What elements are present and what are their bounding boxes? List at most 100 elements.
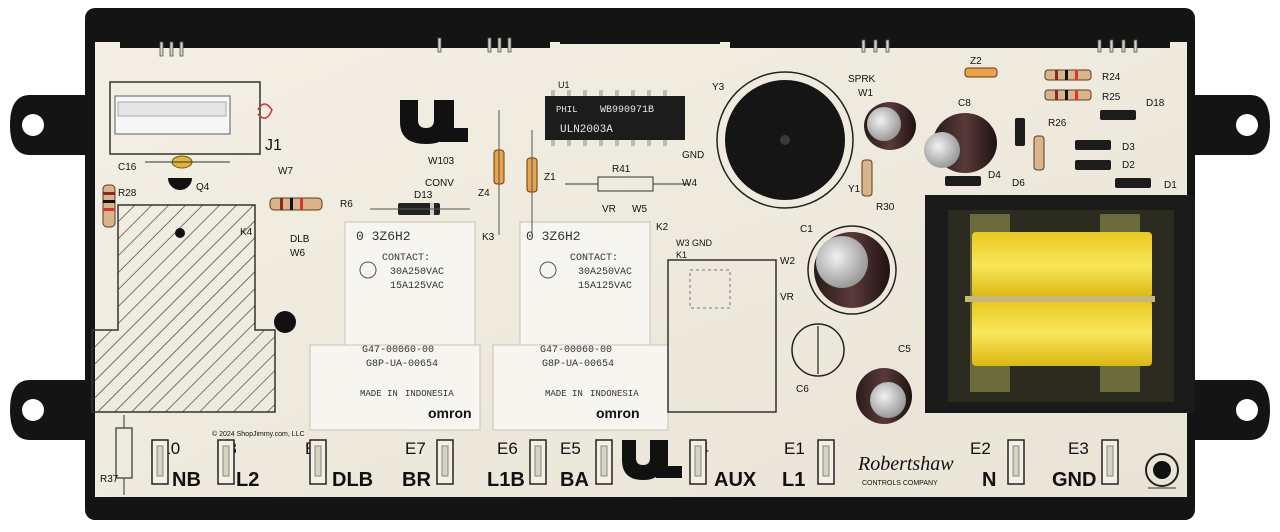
- label-d2: D2: [1122, 160, 1135, 171]
- terminal-label: L1B: [487, 469, 525, 491]
- label-w7: W7: [278, 166, 293, 177]
- relay-k3-model: G8P-UA-00654: [366, 359, 438, 370]
- silkscreen-labels: C16 Q4 R28 W7 R6 D13 CONV W103 Z4 Z1 R41…: [100, 56, 1177, 485]
- top-edge-pins: [120, 20, 1170, 48]
- terminal-ref: E7: [405, 439, 426, 458]
- label-c6: C6: [796, 384, 809, 395]
- label-r30: R30: [876, 202, 895, 213]
- terminal-e10: E10NB: [150, 439, 201, 491]
- terminal-spade: [1106, 445, 1114, 477]
- chip-code: WB990971B: [600, 105, 654, 116]
- relay-k2-model: G8P-UA-00654: [542, 359, 614, 370]
- terminal-spade: [222, 445, 230, 477]
- relay-k2-line1: CONTACT:: [570, 253, 618, 264]
- label-c8: C8: [958, 98, 971, 109]
- label-y1: Y1: [848, 184, 861, 195]
- capacitor-c6-outline: C6: [791, 323, 845, 395]
- terminal-label: GND: [1052, 469, 1096, 491]
- terminal-label: L2: [236, 469, 259, 491]
- label-vr: VR: [602, 204, 616, 215]
- terminal-e8: E8L2: [216, 439, 259, 491]
- label-w6: W6: [290, 248, 305, 259]
- relay-k2-code: 0 3Z6H2: [526, 229, 581, 244]
- relay-k2-country: INDONESIA: [590, 389, 639, 399]
- brand-name: Robertshaw: [857, 453, 954, 475]
- small-components: [102, 67, 1179, 495]
- label-k4: K4: [240, 227, 253, 238]
- relay-k3-line2: 30A250VAC: [390, 267, 444, 278]
- label-r25: R25: [1102, 92, 1121, 103]
- relay-k2-line2: 30A250VAC: [578, 267, 632, 278]
- terminal-spade: [156, 445, 164, 477]
- terminal-ref: E2: [970, 439, 991, 458]
- terminal-ref: E6: [497, 439, 518, 458]
- label-r24: R24: [1102, 72, 1121, 83]
- label-r37: R37: [100, 474, 119, 485]
- relay-k3-code: 0 3Z6H2: [356, 229, 411, 244]
- relay-k2-line3: 15A125VAC: [578, 281, 632, 292]
- label-conv: CONV: [425, 178, 454, 189]
- label-sprk: SPRK: [848, 74, 876, 85]
- j1-connector: J1: [109, 81, 282, 155]
- relay-k2: 0 3Z6H2 CONTACT: 30A250VAC 15A125VAC G47…: [492, 221, 669, 431]
- chip-ref: U1: [558, 80, 570, 90]
- label-d3: D3: [1122, 142, 1135, 153]
- relay-k2-made: MADE IN: [545, 389, 583, 399]
- terminal-spade: [600, 445, 608, 477]
- buzzer-y3: Y3: [712, 71, 854, 209]
- relay-k2-part: G47-00060-00: [540, 345, 612, 356]
- hatched-area-k4: K4: [91, 204, 296, 413]
- terminal-spade: [1012, 445, 1020, 477]
- label-w1: W1: [858, 88, 873, 99]
- terminal-spade: [534, 445, 542, 477]
- label-vr2: VR: [780, 292, 794, 303]
- label-d1: D1: [1164, 180, 1177, 191]
- label-w2: W2: [780, 256, 795, 267]
- relay-k3-made: MADE IN: [360, 389, 398, 399]
- label-r41: R41: [612, 164, 631, 175]
- relay-k2-ref: K2: [656, 222, 669, 233]
- brand-sub: CONTROLS COMPANY: [862, 480, 938, 487]
- relay-k3-part: G47-00060-00: [362, 345, 434, 356]
- label-c16: C16: [118, 162, 137, 173]
- label-r26: R26: [1048, 118, 1067, 129]
- label-r6: R6: [340, 199, 353, 210]
- label-d4: D4: [988, 170, 1001, 181]
- ic-chip-u1: ULN2003A WB990971B PHIL U1: [545, 80, 685, 146]
- label-d13: D13: [414, 190, 433, 201]
- relay-k3-line3: 15A125VAC: [390, 281, 444, 292]
- ul-logo-top: [400, 100, 468, 144]
- label-c5: C5: [898, 344, 911, 355]
- capacitor-c5: C5: [856, 344, 912, 424]
- terminal-ref: E3: [1068, 439, 1089, 458]
- label-w3gnd: W3 GND: [676, 238, 713, 248]
- relay-k3-ref: K3: [482, 232, 495, 243]
- transformer: [925, 195, 1195, 413]
- terminal-label: BR: [402, 469, 431, 491]
- relay-k2-brand: omron: [596, 405, 640, 421]
- label-z2: Z2: [970, 56, 982, 67]
- terminal-spade: [822, 445, 830, 477]
- relay-k3-line1: CONTACT:: [382, 253, 430, 264]
- pin-headers: [159, 37, 1138, 57]
- terminal-ref: E1: [784, 439, 805, 458]
- terminal-e4: E4AUX: [688, 439, 757, 491]
- label-gnd-w4: GND: [682, 150, 704, 161]
- label-c1: C1: [800, 224, 813, 235]
- label-dlb: DLB: [290, 234, 310, 245]
- label-w4: W4: [682, 178, 697, 189]
- terminal-label: DLB: [332, 469, 373, 491]
- label-k1: K1: [676, 250, 687, 260]
- terminal-row: E10NBE8L2E9DLBE7BRE6L1BE5BAE4AUXE1L1E2NE…: [150, 439, 1119, 491]
- relay-k3-brand: omron: [428, 405, 472, 421]
- terminal-label: NB: [172, 469, 201, 491]
- copyright-watermark: © 2024 ShopJimmy.com, LLC: [212, 430, 305, 438]
- label-d18: D18: [1146, 98, 1165, 109]
- terminal-label: BA: [560, 469, 589, 491]
